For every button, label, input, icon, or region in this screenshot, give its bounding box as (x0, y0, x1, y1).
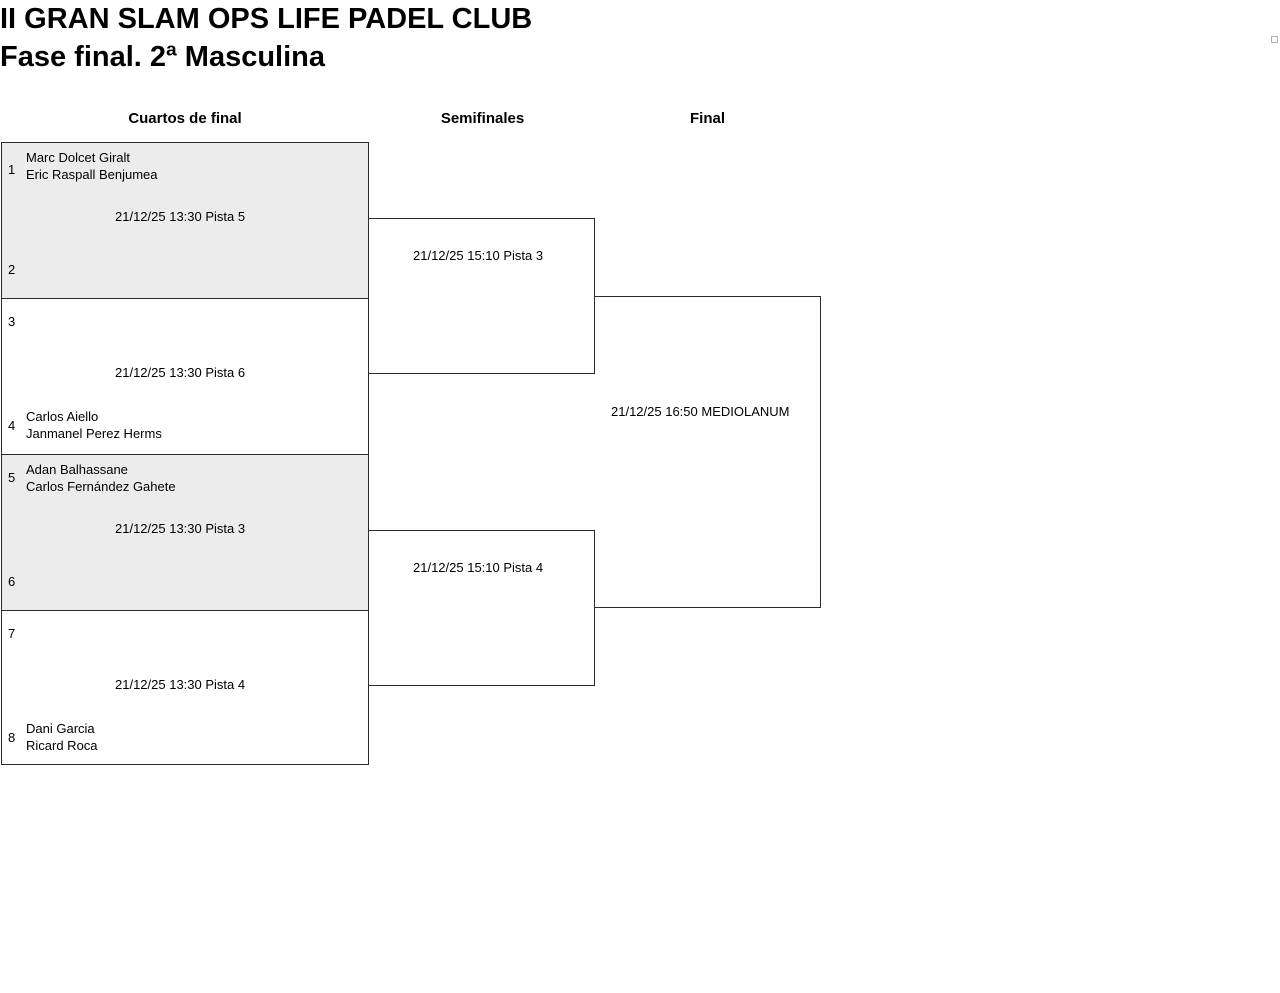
page-title: II GRAN SLAM OPS LIFE PADEL CLUB Fase fi… (0, 0, 1240, 76)
player-name: Carlos Fernández Gahete (26, 479, 176, 494)
match-box-semifinal-1[interactable] (369, 218, 595, 374)
bracket-diagram: 1 Marc Dolcet Giralt Eric Raspall Benjum… (0, 142, 830, 772)
player-name: Adan Balhassane (26, 462, 128, 477)
match-schedule: 21/12/25 13:30 Pista 4 (115, 677, 246, 692)
player-name: Eric Raspall Benjumea (26, 167, 158, 182)
seed-number: 8 (8, 730, 16, 745)
match-box-semifinal-2[interactable] (369, 530, 595, 686)
seed-number: 7 (8, 626, 16, 641)
seed-number: 2 (8, 262, 16, 277)
seed-number: 3 (8, 314, 16, 329)
match-schedule: 21/12/25 15:10 Pista 4 (413, 560, 544, 575)
match-box-final[interactable] (595, 296, 821, 608)
corner-placeholder-icon (1271, 36, 1278, 43)
team-names: Adan Balhassane Carlos Fernández Gahete (26, 461, 176, 495)
player-name: Marc Dolcet Giralt (26, 150, 131, 165)
round-header-final: Final (689, 110, 725, 127)
match-schedule: 21/12/25 13:30 Pista 5 (115, 209, 246, 224)
player-name: Janmanel Perez Herms (26, 426, 162, 441)
team-names: Carlos Aiello Janmanel Perez Herms (26, 408, 162, 442)
match-box-quarterfinal-4[interactable] (1, 610, 369, 765)
match-box-quarterfinal-3[interactable] (1, 454, 369, 610)
match-box-quarterfinal-2[interactable] (1, 298, 369, 454)
round-header-semifinals: Semifinales (440, 110, 525, 127)
match-schedule: 21/12/25 13:30 Pista 3 (115, 521, 246, 536)
round-header-quarterfinals: Cuartos de final (128, 110, 242, 127)
tournament-subtitle: Fase final. 2ª Masculina (0, 41, 326, 73)
tournament-title: II GRAN SLAM OPS LIFE PADEL CLUB (0, 3, 533, 35)
match-schedule: 21/12/25 15:10 Pista 3 (413, 248, 544, 263)
seed-number: 5 (8, 470, 16, 485)
match-schedule: 21/12/25 13:30 Pista 6 (115, 365, 246, 380)
team-names: Marc Dolcet Giralt Eric Raspall Benjumea (26, 149, 158, 183)
match-box-quarterfinal-1[interactable] (1, 142, 369, 298)
seed-number: 6 (8, 574, 16, 589)
seed-number: 4 (8, 418, 16, 433)
player-name: Ricard Roca (26, 738, 98, 753)
player-name: Carlos Aiello (26, 409, 99, 424)
player-name: Dani Garcia (26, 721, 95, 736)
seed-number: 1 (8, 162, 16, 177)
match-schedule: 21/12/25 16:50 MEDIOLANUM (611, 404, 790, 419)
team-names: Dani Garcia Ricard Roca (26, 720, 98, 754)
